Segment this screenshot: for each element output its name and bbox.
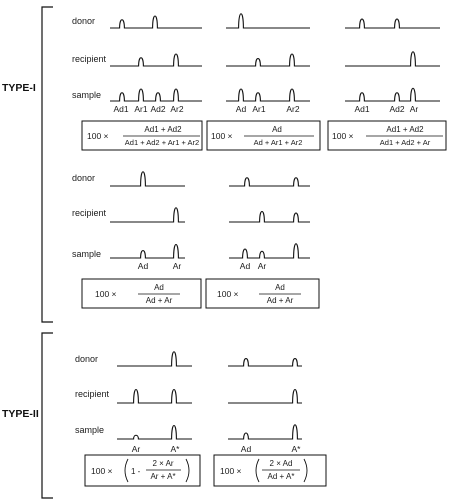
formula-numerator: Ad1 + Ad2 [144,125,182,134]
formula-box [206,120,321,151]
formula-prefix: 100 × [87,131,109,141]
axis-label: Ad2 [389,104,404,114]
formula-denominator: Ad + Ar1 + Ar2 [254,138,303,147]
formula-box [205,278,320,309]
formula-prefix: 100 × [332,131,354,141]
formula-denominator: Ad1 + Ad2 + Ar [380,138,431,147]
recipient-trace [228,388,302,404]
type-i-bracket [41,6,53,323]
panel-type2-p1: donor recipient sample Ar A* 100 × 1 - 2… [75,351,201,487]
axis-label: Ad [236,104,247,114]
type-i-label: TYPE-I [2,82,36,94]
sample-trace [226,88,310,102]
axis-label: Ar1 [134,104,148,114]
axis-label: Ar [173,261,182,271]
right-paren [303,458,308,483]
axis-label: Ar2 [170,104,184,114]
donor-trace [345,18,440,29]
sample-trace [117,424,192,440]
formula-denominator: Ad + Ar [146,296,173,305]
recipient-trace [226,53,310,67]
type-ii-label: TYPE-II [2,408,39,420]
donor-label: donor [72,173,95,183]
donor-label: donor [75,354,98,364]
donor-trace [110,15,202,29]
formula-prefix: 100 × [91,466,113,476]
axis-label: Ad1 [113,104,128,114]
axis-label: Ar [132,444,141,454]
formula-inner-prefix: 1 - [131,467,141,476]
axis-label: Ar1 [252,104,266,114]
sample-label: sample [72,90,101,100]
type-ii-bracket [41,332,53,499]
formula-prefix: 100 × [217,289,239,299]
panel-type2-p2: Ad A* 100 × 2 × Ad Ad + A* [213,357,327,487]
panel-type1-r2-p1: donor recipient sample Ad Ar 100 × Ad Ad… [72,171,202,309]
panel-type1-r1-p1: donor recipient sample Ad1 Ar1 Ad2 Ar2 1… [72,15,203,151]
sample-trace [345,87,440,102]
panel-type1-r1-p3: Ad1 Ad2 Ar 100 × Ad1 + Ad2 Ad1 + Ad2 + A… [327,18,447,151]
recipient-trace [117,388,192,404]
panel-type1-r1-p2: Ad Ar1 Ar2 100 × Ad Ad + Ar1 + Ar2 [206,13,321,151]
recipient-trace [110,53,202,67]
axis-label: Ad [240,261,251,271]
formula-denominator: Ad1 + Ad2 + Ar1 + Ar2 [125,138,199,147]
formula-prefix: 100 × [95,289,117,299]
donor-trace [228,357,302,367]
formula-numerator: Ad1 + Ad2 [386,125,424,134]
axis-label: Ar [258,261,267,271]
formula-denominator: Ar + A* [150,472,175,481]
recipient-label: recipient [75,389,110,399]
formula-numerator: 2 × Ar [152,459,173,468]
formula-denominator: Ad + A* [268,472,295,481]
recipient-trace [110,207,185,223]
axis-label: A* [171,444,181,454]
formula-numerator: Ad [154,283,164,292]
sample-label: sample [75,425,104,435]
right-paren [185,458,190,483]
left-paren [124,458,129,483]
sample-trace [229,243,310,259]
left-paren [255,458,260,483]
axis-label: Ad2 [150,104,165,114]
sample-trace [110,243,185,259]
formula-box [327,120,447,151]
recipient-trace [345,51,440,67]
axis-label: Ad [138,261,149,271]
axis-label: Ad1 [354,104,369,114]
panel-type1-r2-p2: Ad Ar 100 × Ad Ad + Ar [205,177,320,309]
donor-label: donor [72,16,95,26]
axis-label: Ar2 [286,104,300,114]
axis-label: Ar [410,104,419,114]
formula-box [81,120,203,151]
formula-numerator: 2 × Ad [270,459,293,468]
recipient-trace [229,210,310,223]
sample-trace [228,424,302,440]
formula-box [84,454,201,487]
donor-trace [229,177,310,187]
donor-trace [117,351,192,367]
axis-label: A* [292,444,302,454]
formula-prefix: 100 × [220,466,242,476]
sample-label: sample [72,249,101,259]
recipient-label: recipient [72,54,107,64]
formula-numerator: Ad [272,125,282,134]
donor-trace [110,171,185,187]
formula-prefix: 100 × [211,131,233,141]
formula-box [81,278,202,309]
sample-trace [110,88,202,102]
donor-trace [226,13,310,29]
formula-denominator: Ad + Ar [267,296,294,305]
formula-numerator: Ad [275,283,285,292]
axis-label: Ad [241,444,252,454]
recipient-label: recipient [72,208,107,218]
